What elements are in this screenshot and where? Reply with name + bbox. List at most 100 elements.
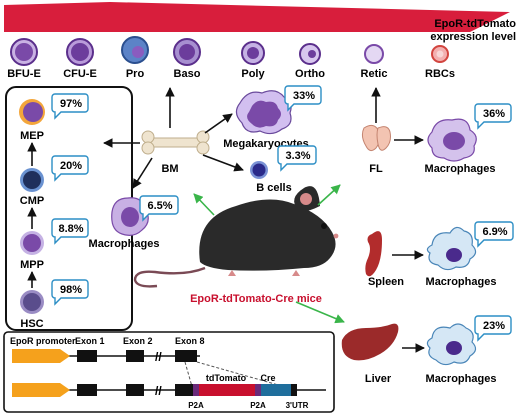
expression-level-wedge-taper	[4, 2, 510, 12]
hsc-nucleus-icon	[23, 293, 41, 311]
spleen-macrophages-percent: 6.9%	[482, 226, 507, 238]
knockin-p2a-2	[255, 384, 261, 396]
expression-label-line1: EpoR-tdTomato	[434, 18, 516, 30]
proerythroblast-nucleus-icon	[132, 46, 144, 58]
wildtype-exon8	[175, 350, 197, 362]
arrow-bm-to-megakaryocytes	[204, 113, 233, 134]
stage-baso: Baso	[173, 38, 201, 80]
fl-macrophages-percent: 36%	[483, 108, 505, 120]
progenitor-label-hsc: HSC	[20, 318, 43, 330]
cmp-nucleus-icon	[23, 171, 41, 189]
stage-pro: Pro	[121, 36, 149, 80]
mep-nucleus-icon	[23, 102, 43, 122]
stage-ortho: Ortho	[295, 43, 325, 80]
megakaryocyte-nucleus-icon	[247, 100, 281, 128]
b-cells-percent: 3.3%	[285, 150, 310, 162]
polychromatic-nucleus-icon	[247, 47, 259, 59]
stage-label-bfu-e: BFU-E	[7, 68, 41, 80]
b-cells-percent-bubble	[277, 145, 317, 172]
knockin-exon2	[126, 384, 144, 396]
mep-percent-bubble	[51, 93, 89, 120]
construct-exon2-label: Exon 2	[123, 336, 153, 346]
hsc-percent-bubble	[51, 279, 89, 306]
megakaryocytes-percent: 33%	[293, 90, 315, 102]
knockin-promoter-arrow	[12, 383, 70, 397]
fl-macrophages-percent-bubble	[474, 103, 512, 130]
construct-promoter-label: EpoR promoter	[10, 336, 76, 346]
stage-bfu-e: BFU-E	[7, 38, 41, 80]
spleen-label: Spleen	[368, 276, 404, 288]
spleen-macrophages-label: Macrophages	[426, 276, 497, 288]
construct-exon8-label: Exon 8	[175, 336, 205, 346]
megakaryocytes-percent-bubble	[284, 85, 322, 112]
bone-icon	[141, 130, 210, 155]
knockin-p2a-1	[193, 384, 199, 396]
stage-label-rbcs: RBCs	[425, 68, 455, 80]
stage-label-ortho: Ortho	[295, 68, 325, 80]
fl-label: FL	[369, 163, 383, 175]
stage-label-pro: Pro	[126, 68, 145, 80]
stage-label-retic: Retic	[361, 68, 388, 80]
knockin-exon8	[175, 384, 193, 396]
b-cell-nucleus-icon	[252, 163, 266, 177]
knockin-tdtomato	[199, 384, 255, 396]
knockin-cre-label: Cre	[260, 373, 275, 383]
mouse-illustration-icon	[133, 186, 339, 288]
liver-macrophages-percent-bubble	[474, 315, 512, 342]
arrow-mouse-to-liver	[295, 301, 345, 324]
arrow-bm-to-macrophages	[132, 157, 153, 189]
wildtype-exon1	[77, 350, 97, 362]
construct-exon1-label: Exon 1	[75, 336, 105, 346]
knockin-utr	[291, 384, 297, 396]
bm-macrophages-label: Macrophages	[89, 238, 160, 250]
wildtype-break-mark: //	[155, 350, 162, 364]
cmp-percent-bubble	[51, 155, 89, 182]
mouse-label: EpoR-tdTomato-Cre mice	[190, 293, 322, 305]
liver-macrophage-nucleus-icon	[446, 341, 462, 355]
mpp-percent: 8.8%	[58, 223, 83, 235]
b-cells-label: B cells	[256, 182, 291, 194]
fl-macrophages-label: Macrophages	[425, 163, 496, 175]
fl-macrophage-nucleus-icon	[443, 132, 465, 150]
mpp-nucleus-icon	[23, 234, 41, 252]
liver-macrophages-label: Macrophages	[426, 373, 497, 385]
wildtype-exon2	[126, 350, 144, 362]
mpp-percent-bubble	[51, 218, 89, 245]
knockin-exon1	[77, 384, 97, 396]
progenitor-label-mep: MEP	[20, 130, 44, 142]
knockin-break-mark: //	[155, 384, 162, 398]
bm-label: BM	[161, 163, 178, 175]
spleen-macrophages-percent-bubble	[474, 221, 514, 248]
stage-cfu-e: CFU-E	[63, 38, 97, 80]
stage-rbcs: RBCs	[425, 45, 455, 80]
progenitor-label-cmp: CMP	[20, 195, 44, 207]
bm-macrophages-percent-bubble	[139, 195, 179, 222]
bfu-e-nucleus-icon	[15, 43, 33, 61]
spleen-macrophage-nucleus-icon	[446, 248, 462, 262]
knockin-tdtomato-label: tdTomato	[206, 373, 247, 383]
stage-retic: Retic	[361, 44, 388, 80]
knockin-p2a-2-label: P2A	[250, 401, 266, 410]
mep-percent: 97%	[60, 98, 82, 110]
stage-label-cfu-e: CFU-E	[63, 68, 97, 80]
red-blood-cell-center-icon	[436, 50, 444, 58]
liver-macrophages-percent: 23%	[483, 320, 505, 332]
hsc-percent: 98%	[60, 284, 82, 296]
progenitor-label-mpp: MPP	[20, 259, 44, 271]
cmp-percent: 20%	[60, 160, 82, 172]
liver-icon	[341, 323, 399, 361]
arrow-bm-to-bcells	[202, 154, 244, 172]
stage-label-poly: Poly	[241, 68, 265, 80]
reticulocyte-cell-icon	[364, 44, 384, 64]
knockin-cre	[261, 384, 291, 396]
orthochromatic-nucleus-icon	[308, 50, 316, 58]
spleen-icon	[365, 231, 382, 277]
arrow-mouse-to-fl	[317, 184, 341, 206]
expression-label-line2: expression level	[430, 31, 516, 43]
cfu-e-nucleus-icon	[71, 43, 89, 61]
knockin-p2a-1-label: P2A	[188, 401, 204, 410]
stage-label-baso: Baso	[174, 68, 201, 80]
liver-label: Liver	[365, 373, 392, 385]
construct-box	[3, 331, 335, 413]
